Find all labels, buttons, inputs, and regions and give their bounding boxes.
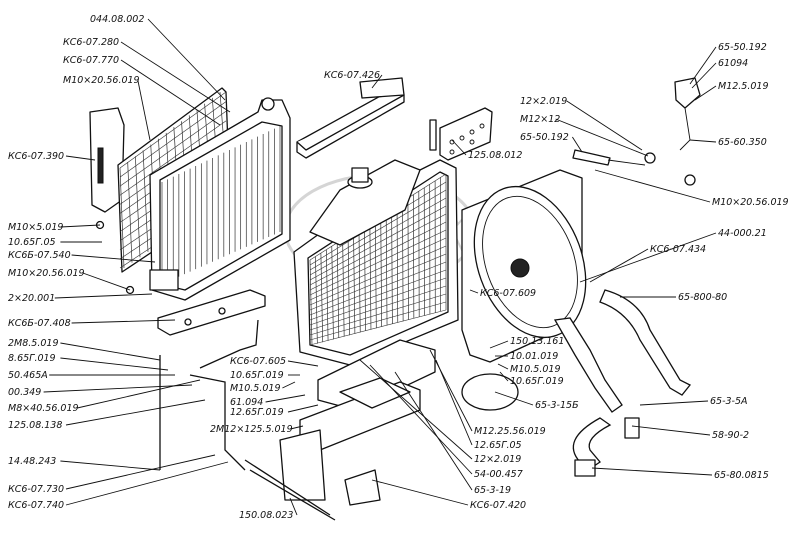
leader-line — [640, 401, 708, 405]
part-label: 2М8.5.019 — [8, 338, 59, 349]
part-label: М10×20.56.019 — [8, 268, 85, 279]
part-label: 10.65Г.019 — [510, 376, 564, 387]
part-label: 10.65Г.019 — [230, 370, 284, 381]
part-label: 65-3-19 — [474, 485, 511, 496]
leader-line — [498, 364, 508, 369]
part-label: 44-000.21 — [718, 228, 767, 239]
part-label: 10.65Г.05 — [8, 237, 56, 248]
part-label: 14.48.243 — [8, 456, 56, 467]
leader-line — [121, 60, 220, 125]
strip-426 — [297, 78, 404, 158]
leader-line — [567, 101, 642, 150]
leader-line — [632, 426, 710, 435]
part-label: КС6-07.730 — [8, 484, 64, 495]
part-label: 65-50.192 — [520, 132, 569, 143]
part-label: 65-60.350 — [718, 137, 767, 148]
part-label: КС6-07.434 — [650, 244, 706, 255]
part-label: 65-3-5А — [710, 396, 748, 407]
leader-line — [55, 294, 152, 298]
leader-line — [66, 400, 205, 425]
leader-line — [395, 372, 472, 490]
part-label: 12.65Г.019 — [230, 407, 284, 418]
leader-line — [572, 137, 582, 152]
part-label: 12.65Г.05 — [474, 440, 522, 451]
part-label: КС6-07.420 — [470, 500, 526, 511]
part-label: 8.65Г.019 — [8, 353, 56, 364]
part-label: М10×5.019 — [8, 222, 63, 233]
leader-line — [66, 455, 215, 489]
leader-line — [60, 358, 168, 370]
part-label: КС6-07.426 — [324, 70, 380, 81]
leader-line — [592, 468, 712, 475]
part-label: М12.5.019 — [718, 81, 769, 92]
leader-line — [83, 273, 130, 290]
part-label: КС6-07.609 — [480, 288, 536, 299]
part-label: М10.5.019 — [230, 383, 281, 394]
part-label: КС6-07.605 — [230, 356, 286, 367]
leader-line — [556, 119, 648, 156]
part-label: 54-00.457 — [474, 469, 523, 480]
leader-line — [60, 225, 100, 227]
part-label: КС6Б-07.540 — [8, 250, 71, 261]
part-label: 2М12×125.5.019 — [210, 424, 293, 435]
leader-line — [690, 47, 716, 84]
part-label: 044.08.002 — [90, 14, 144, 25]
part-label: КС6-07.280 — [63, 37, 119, 48]
leader-line — [288, 361, 318, 366]
part-label: 150.08.023 — [239, 510, 293, 521]
part-label: 65-3-15Б — [535, 400, 579, 411]
leader-line — [266, 395, 305, 402]
part-label: М10×20.56.019 — [712, 197, 789, 208]
part-label: М12×12 — [520, 114, 560, 125]
part-label: 2×20.001 — [8, 293, 55, 304]
part-label: КС6-07.740 — [8, 500, 64, 511]
part-label: М12.25.56.019 — [474, 426, 546, 437]
part-label: 150.13.161 — [510, 336, 564, 347]
part-label: М8×40.56.019 — [8, 403, 79, 414]
part-label: М10.5.019 — [510, 364, 561, 375]
part-label: 50.465А — [8, 370, 48, 381]
small-parts-right — [573, 78, 700, 185]
leader-line — [288, 405, 318, 412]
part-label: М10×20.56.019 — [63, 75, 140, 86]
part-label: 65-800-80 — [678, 292, 727, 303]
part-label: КС6-07.390 — [8, 151, 64, 162]
leader-line — [60, 461, 160, 470]
leader-line — [590, 249, 648, 282]
part-label: 12×2.019 — [474, 454, 521, 465]
leader-line — [138, 80, 150, 140]
leader-line — [595, 170, 710, 202]
part-label: 00.349 — [8, 387, 41, 398]
fan-shroud — [454, 170, 605, 362]
part-label: 61094 — [718, 58, 748, 69]
leader-line — [282, 382, 295, 388]
leader-line — [60, 343, 160, 360]
leader-line — [580, 233, 716, 282]
part-label: 125.08.138 — [8, 420, 62, 431]
part-label: 12×2.019 — [520, 96, 567, 107]
part-label: КС6Б-07.408 — [8, 318, 71, 329]
part-label: 58-90-2 — [712, 430, 749, 441]
radiator-center — [294, 160, 458, 365]
part-label: 125.08.012 — [468, 150, 522, 161]
part-label: 10.01.019 — [510, 351, 558, 362]
leader-line — [372, 480, 468, 505]
part-label: 65-50.192 — [718, 42, 767, 53]
part-label: КС6-07.770 — [63, 55, 119, 66]
part-label: 65-80.0815 — [714, 470, 769, 481]
leader-line — [690, 140, 716, 142]
leader-line — [148, 19, 225, 100]
leader-line — [44, 385, 192, 392]
